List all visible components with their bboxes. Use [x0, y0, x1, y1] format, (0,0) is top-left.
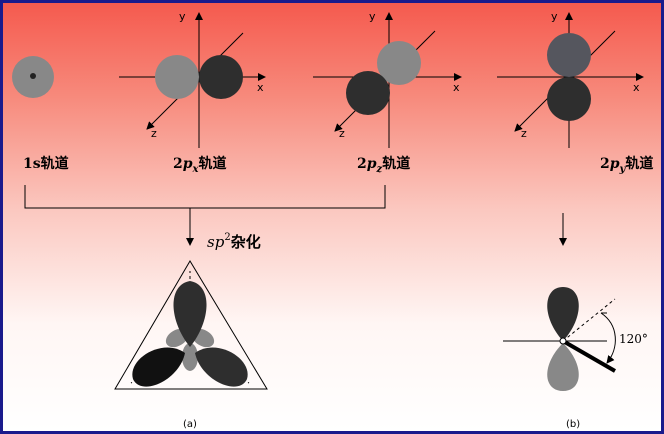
axis-label-z: z: [151, 127, 157, 140]
orbital-1s: [12, 56, 54, 98]
orbital-2pz: y x z: [313, 10, 462, 148]
hybrid-label: sp2杂化: [207, 232, 261, 251]
label-2py: 2py轨道: [600, 155, 653, 175]
axis-label-x: x: [633, 81, 640, 94]
axis-label-y: y: [179, 10, 186, 23]
axis-label-z: z: [521, 127, 527, 140]
angle-label: 120°: [619, 332, 648, 346]
panel-label-a: (a): [183, 419, 197, 430]
sp2-hybrid-diagram: [114, 260, 268, 390]
orbital-2px: y x z: [119, 10, 266, 148]
orbital-2py: y x z: [497, 10, 644, 148]
axis-label-x: x: [257, 81, 264, 94]
axis-label-y: y: [369, 10, 376, 23]
combination-bracket: [24, 185, 386, 246]
panel-label-b: (b): [566, 419, 580, 430]
axis-label-z: z: [339, 127, 345, 140]
label-1s: 1s轨道: [23, 155, 69, 172]
axis-label-x: x: [453, 81, 460, 94]
label-2px: 2px轨道: [173, 155, 227, 175]
axis-label-y: y: [551, 10, 558, 23]
unhybridized-p-orbital: 120°: [503, 287, 648, 391]
label-2pz: 2pz轨道: [357, 155, 410, 175]
